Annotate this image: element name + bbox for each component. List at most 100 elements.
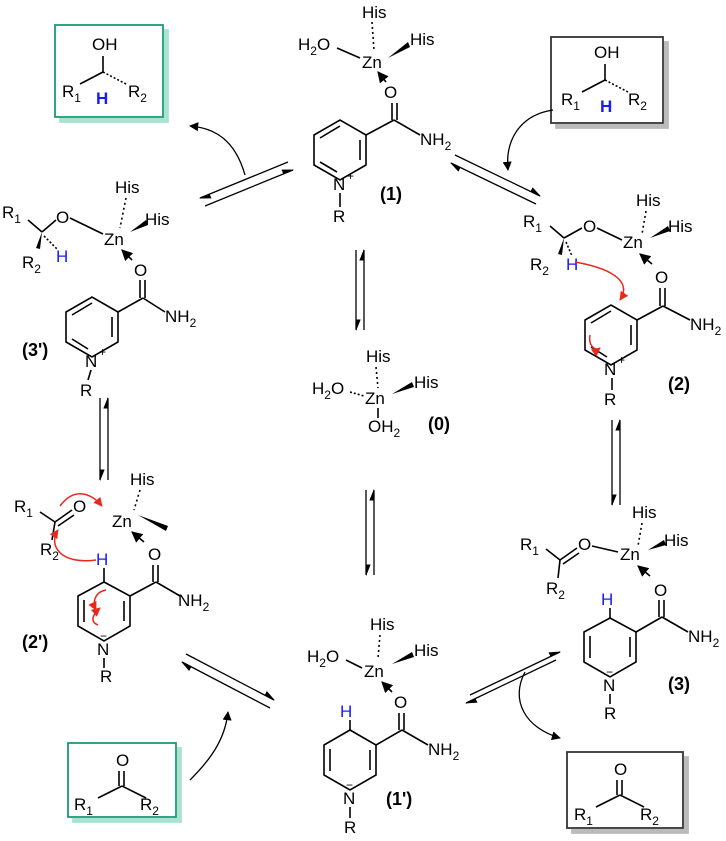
svg-text:His: His xyxy=(130,470,155,489)
svg-text:R1: R1 xyxy=(74,795,93,818)
svg-text:Zn: Zn xyxy=(112,512,132,531)
his-label: His xyxy=(362,3,387,22)
svg-text:R2: R2 xyxy=(640,805,659,828)
svg-text:His: His xyxy=(115,178,140,197)
compound-2prime: His Zn O R1 R2 O NH2 H N − R (2') xyxy=(14,470,210,686)
svg-text:N: N xyxy=(97,640,109,659)
compound-1prime-label: (1') xyxy=(386,789,412,809)
svg-text:R2: R2 xyxy=(530,255,549,278)
compound-3prime-label: (3') xyxy=(22,340,48,360)
svg-text:His: His xyxy=(668,217,693,236)
compound-2-label: (2) xyxy=(668,374,690,394)
h2o-label: H2O xyxy=(298,35,330,58)
svg-text:His: His xyxy=(636,191,661,210)
compound-2: His His Zn O R1 R2 H O NH2 N + R (2) xyxy=(523,191,722,409)
svg-text:O: O xyxy=(655,268,668,287)
svg-text:H: H xyxy=(340,702,352,721)
o-label: O xyxy=(384,83,397,102)
svg-text:−: − xyxy=(100,629,107,643)
svg-text:−: − xyxy=(346,778,353,792)
svg-text:N: N xyxy=(343,789,355,808)
svg-text:O: O xyxy=(56,208,69,227)
svg-text:NH2: NH2 xyxy=(690,315,722,338)
product-alcohol-box: OH R1 R2 H xyxy=(54,24,164,118)
svg-text:OH: OH xyxy=(594,43,620,62)
svg-text:H: H xyxy=(96,89,108,108)
svg-text:His: His xyxy=(414,373,439,392)
svg-text:Zn: Zn xyxy=(365,389,385,408)
svg-text:His: His xyxy=(370,615,395,634)
compound-3-label: (3) xyxy=(668,674,690,694)
svg-text:His: His xyxy=(414,641,439,660)
svg-text:O: O xyxy=(614,760,627,779)
svg-text:O: O xyxy=(116,751,129,770)
svg-text:N: N xyxy=(85,352,97,371)
substrate-alcohol-box: OH R1 R2 H xyxy=(550,36,664,124)
svg-text:OH: OH xyxy=(92,35,118,54)
svg-text:O: O xyxy=(654,581,667,600)
svg-text:R1: R1 xyxy=(523,212,542,235)
svg-text:R2: R2 xyxy=(546,579,565,602)
svg-text:R2: R2 xyxy=(22,253,41,276)
svg-text:R1: R1 xyxy=(574,805,593,828)
svg-text:R: R xyxy=(100,667,112,686)
curved-arrows xyxy=(189,109,561,781)
svg-text:Zn: Zn xyxy=(623,233,643,252)
svg-text:R1: R1 xyxy=(561,90,580,113)
svg-text:N: N xyxy=(603,676,615,695)
substrate-ketone-box: O R1 R2 xyxy=(67,742,177,818)
svg-text:R2: R2 xyxy=(628,90,647,113)
svg-text:NH2: NH2 xyxy=(165,307,197,330)
svg-text:R1: R1 xyxy=(62,82,81,105)
svg-text:O: O xyxy=(73,497,86,516)
svg-text:His: His xyxy=(145,210,170,229)
svg-text:R: R xyxy=(604,704,616,723)
svg-text:H: H xyxy=(96,550,108,569)
svg-text:H2O: H2O xyxy=(307,647,339,670)
svg-text:R: R xyxy=(604,390,616,409)
svg-text:Zn: Zn xyxy=(104,230,124,249)
svg-text:+: + xyxy=(618,353,625,367)
equilibrium-arrows xyxy=(99,154,621,709)
svg-text:His: His xyxy=(366,347,391,366)
svg-text:OH2: OH2 xyxy=(368,417,401,440)
svg-text:+: + xyxy=(99,345,106,359)
compound-0-label: (0) xyxy=(428,414,450,434)
svg-text:O: O xyxy=(578,535,591,554)
nh2-label: NH2 xyxy=(420,130,452,153)
svg-text:H: H xyxy=(601,590,613,609)
compound-1prime: His His H2O Zn O NH2 H N − R (1') xyxy=(307,615,460,837)
svg-text:H2O: H2O xyxy=(312,379,344,402)
svg-text:Zn: Zn xyxy=(620,545,640,564)
compound-1-label: (1) xyxy=(380,184,402,204)
svg-text:R2: R2 xyxy=(140,795,159,818)
svg-text:NH2: NH2 xyxy=(178,591,210,614)
svg-text:O: O xyxy=(134,261,147,280)
his-label: His xyxy=(410,30,435,49)
svg-text:R: R xyxy=(344,818,356,837)
zn-label: Zn xyxy=(362,53,382,72)
svg-text:R2: R2 xyxy=(128,82,147,105)
svg-text:Zn: Zn xyxy=(364,662,384,681)
compound-0: His His Zn H2O OH2 (0) xyxy=(312,347,450,440)
svg-text:His: His xyxy=(664,531,689,550)
svg-text:O: O xyxy=(394,693,407,712)
svg-text:NH2: NH2 xyxy=(428,740,460,763)
svg-text:H: H xyxy=(56,247,68,266)
svg-text:R: R xyxy=(80,381,92,400)
compound-3: His His Zn O R1 R2 O NH2 H N − R (3) xyxy=(520,503,720,723)
svg-text:R1: R1 xyxy=(14,497,33,520)
svg-text:+: + xyxy=(347,169,354,183)
svg-text:His: His xyxy=(632,503,657,522)
svg-text:O: O xyxy=(583,217,596,236)
r-label: R xyxy=(333,207,345,226)
svg-text:R2: R2 xyxy=(40,540,59,563)
svg-text:O: O xyxy=(148,545,161,564)
compound-2prime-label: (2') xyxy=(22,632,48,652)
compound-3prime: His His Zn O R1 R2 H O NH2 N + R (3') xyxy=(2,178,197,400)
svg-text:−: − xyxy=(606,665,613,679)
compound-1: His His H2O Zn O NH2 N + R (1) xyxy=(298,3,452,226)
svg-text:H: H xyxy=(600,97,612,116)
svg-text:R1: R1 xyxy=(2,203,21,226)
